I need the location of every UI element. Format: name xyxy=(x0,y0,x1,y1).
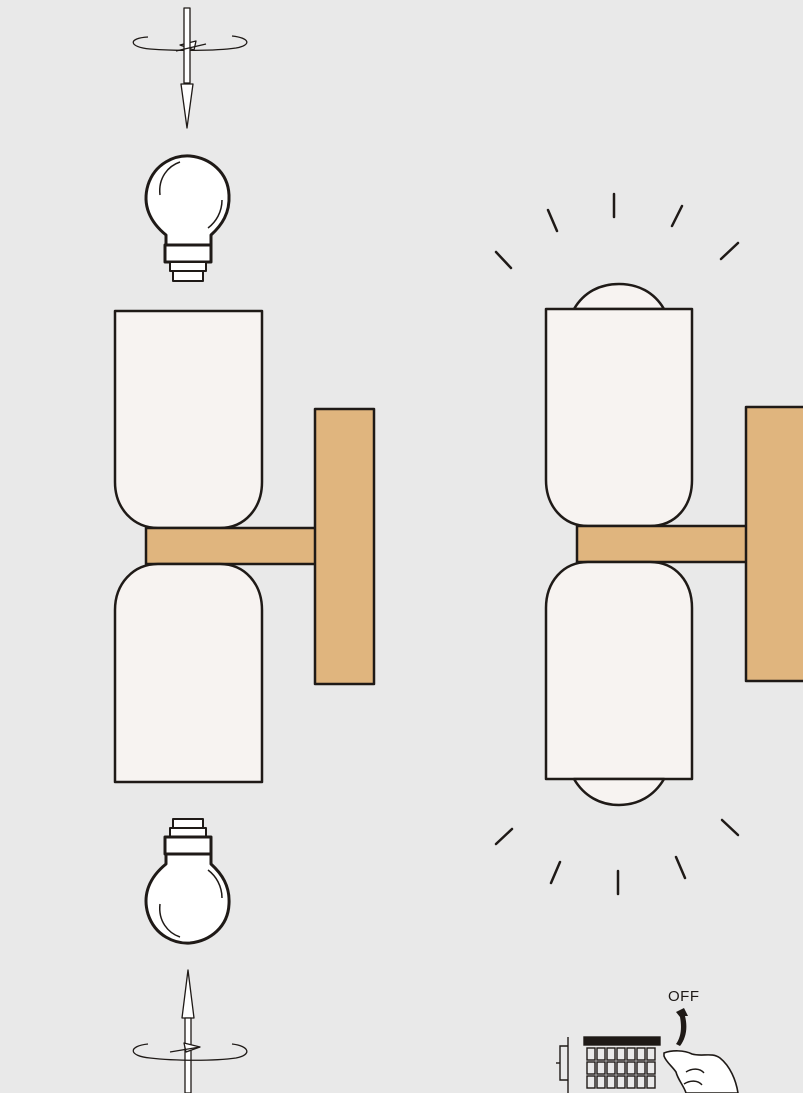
rotate-arrow-bottom-icon xyxy=(132,969,248,1093)
lower-lamp-shade xyxy=(113,562,264,784)
curved-arrow-icon xyxy=(676,1008,688,1046)
light-ray xyxy=(674,855,687,880)
upper-lamp-shade xyxy=(113,309,264,530)
light-ray xyxy=(670,204,684,228)
breaker-bar xyxy=(583,1036,661,1046)
lamp-arm xyxy=(144,526,318,566)
hand-icon xyxy=(663,1050,739,1093)
breaker-off-label: OFF xyxy=(668,988,700,1005)
right-figure xyxy=(494,192,803,896)
light-ray xyxy=(719,241,740,261)
light-rays-bottom xyxy=(494,818,740,896)
upper-lamp-shade xyxy=(544,307,694,528)
rotate-arrow-top-icon xyxy=(132,7,248,129)
bulb-dome-bottom xyxy=(572,777,666,807)
light-ray xyxy=(546,208,559,233)
bulb-dome-top xyxy=(572,282,666,311)
breaker-switches xyxy=(586,1047,656,1089)
wall-mount-plate xyxy=(744,405,803,683)
lower-lamp-shade xyxy=(544,560,694,781)
light-ray xyxy=(720,818,740,837)
light-ray xyxy=(494,250,513,270)
lamp-arm xyxy=(575,524,749,564)
wall-mount-plate xyxy=(313,407,376,686)
light-ray xyxy=(494,827,514,846)
bulb-bottom-icon xyxy=(144,818,231,945)
light-rays-top xyxy=(494,192,740,270)
bulb-top-icon xyxy=(144,154,231,282)
breaker-panel-icon xyxy=(556,1008,739,1093)
light-ray xyxy=(549,860,562,885)
left-figure xyxy=(113,7,376,1093)
